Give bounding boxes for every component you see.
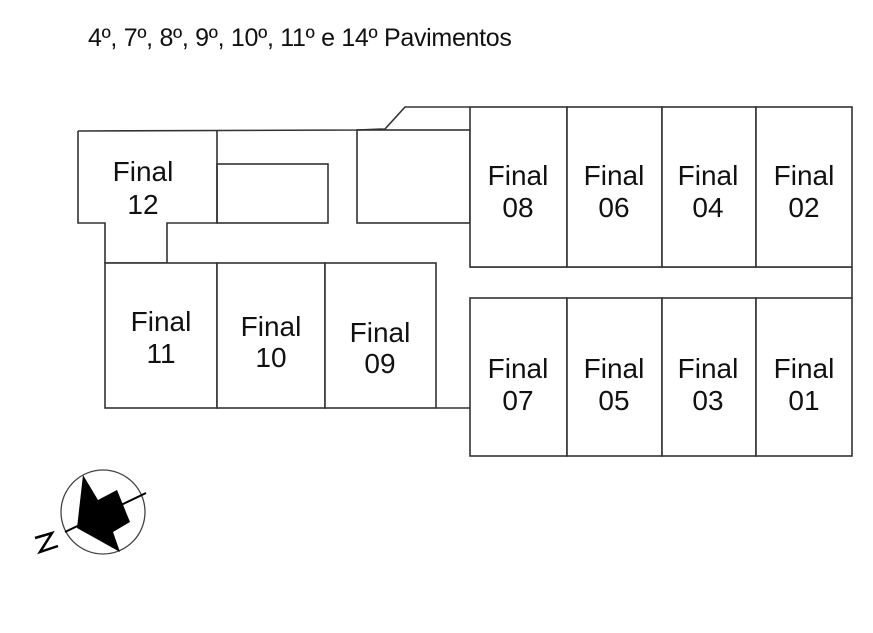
north-compass-icon: [34, 469, 147, 555]
unit-final-05[interactable]: Final 05: [566, 297, 663, 457]
svg-text:Final: Final: [241, 311, 302, 342]
north-letter: [34, 530, 59, 555]
svg-text:Final: Final: [774, 353, 835, 384]
stair-area: [356, 129, 471, 224]
svg-text:Final: Final: [350, 317, 411, 348]
svg-text:Final: Final: [113, 156, 174, 187]
unit-final-08[interactable]: Final 08: [469, 106, 568, 268]
unit-final-03[interactable]: Final 03: [661, 297, 757, 457]
svg-text:Final: Final: [678, 160, 739, 191]
svg-text:01: 01: [788, 385, 819, 416]
svg-text:04: 04: [692, 192, 723, 223]
unit-final-09[interactable]: Final 09: [324, 262, 437, 409]
svg-text:Final: Final: [488, 160, 549, 191]
svg-text:06: 06: [598, 192, 629, 223]
unit-final-06[interactable]: Final 06: [566, 106, 663, 268]
svg-text:Final: Final: [584, 160, 645, 191]
svg-text:08: 08: [502, 192, 533, 223]
svg-text:11: 11: [146, 338, 175, 369]
svg-text:Final: Final: [584, 353, 645, 384]
unit-final-02[interactable]: Final 02: [755, 106, 853, 268]
unit-final-10[interactable]: Final 10: [216, 262, 326, 409]
svg-text:Final: Final: [678, 353, 739, 384]
unit-final-01-highlighted[interactable]: Final 01: [755, 297, 853, 457]
svg-text:09: 09: [364, 348, 395, 379]
svg-text:Final: Final: [488, 353, 549, 384]
building-outline: [77, 106, 470, 132]
svg-text:07: 07: [502, 385, 533, 416]
unit-final-04[interactable]: Final 04: [661, 106, 757, 268]
svg-text:03: 03: [692, 385, 723, 416]
unit-final-11[interactable]: Final 11: [104, 262, 218, 409]
svg-text:Final: Final: [774, 160, 835, 191]
floor-plan-title: 4º, 7º, 8º, 9º, 10º, 11º e 14º Pavimento…: [88, 24, 512, 52]
svg-text:02: 02: [788, 192, 819, 223]
svg-text:12: 12: [127, 189, 158, 220]
unit-final-12[interactable]: Final 12: [113, 156, 174, 220]
svg-text:10: 10: [255, 342, 286, 373]
svg-text:Final: Final: [131, 306, 192, 337]
svg-text:05: 05: [598, 385, 629, 416]
unit-final-07[interactable]: Final 07: [469, 297, 568, 457]
service-area: [216, 163, 329, 224]
